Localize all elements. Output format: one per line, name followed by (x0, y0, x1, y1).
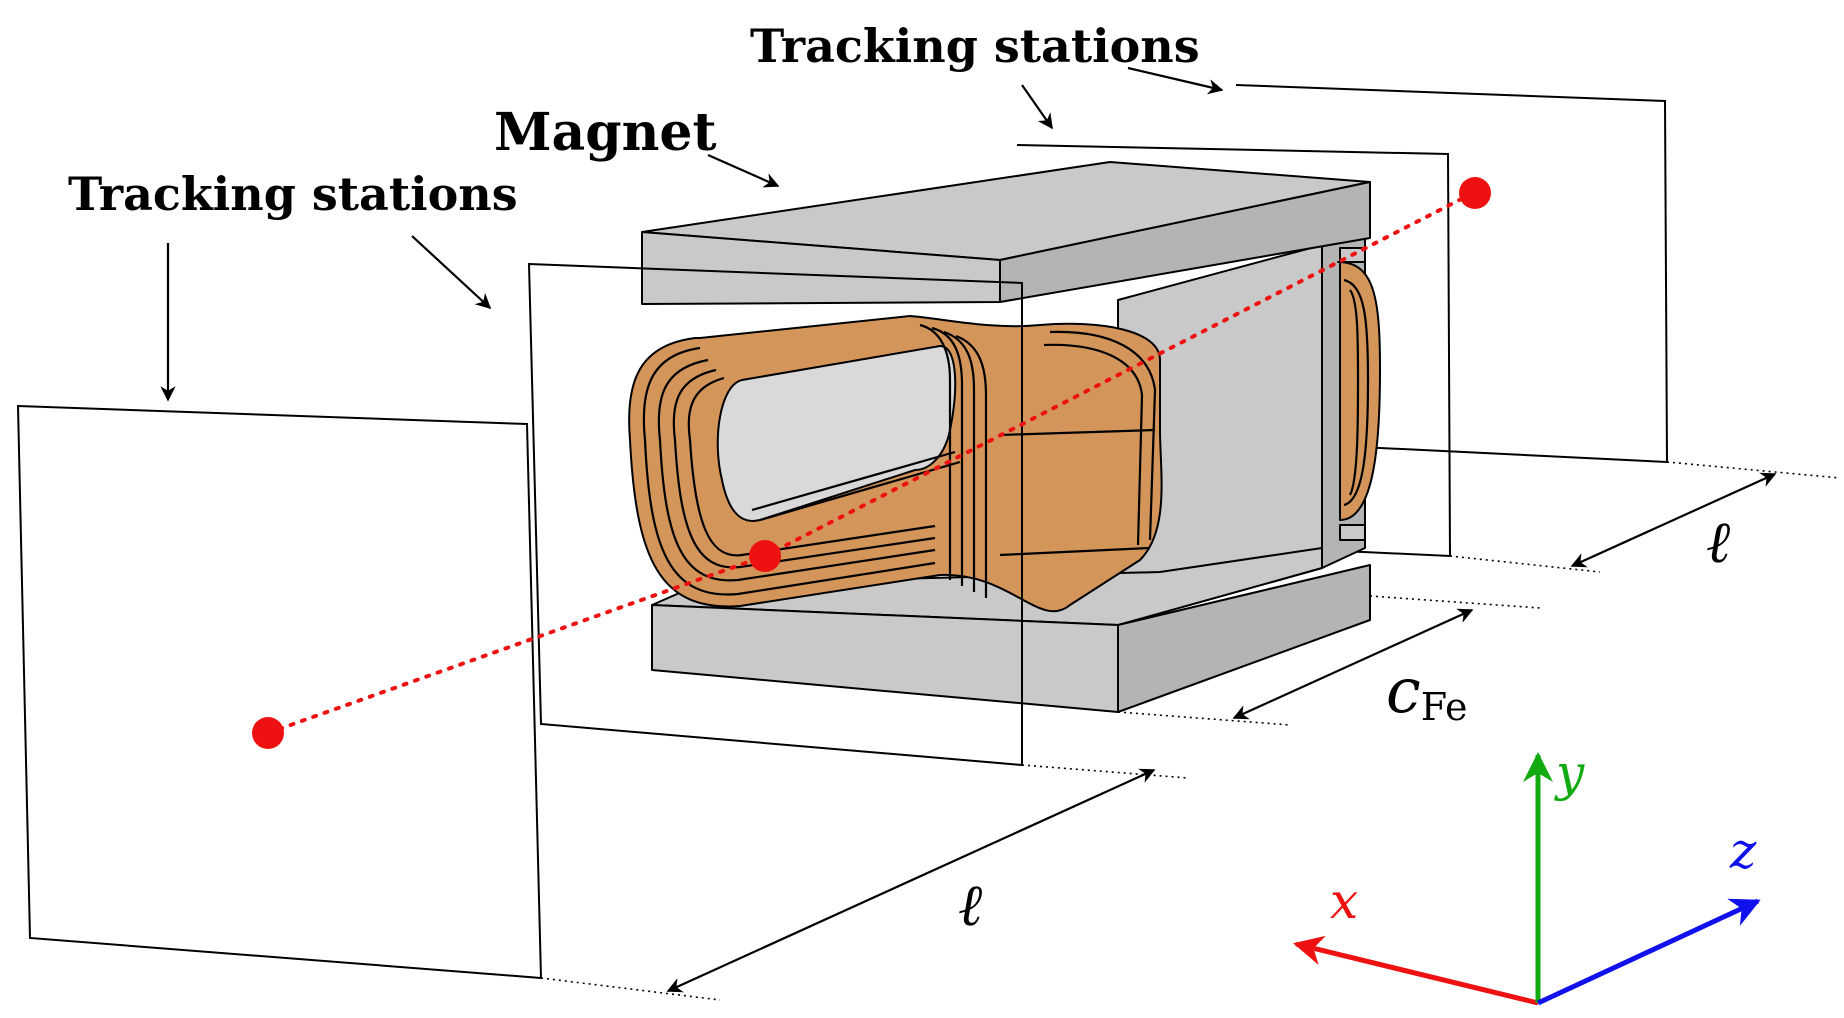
x-axis-arrow (1293, 935, 1539, 1006)
label-arrow-magnet (707, 153, 780, 188)
y-axis-label: y (1554, 744, 1585, 802)
label-tracking-stations-left: Tracking stations (68, 167, 518, 221)
tracking-station-back-far (1235, 84, 1669, 464)
cfe-dimension (1232, 608, 1474, 720)
hit-point-back (1459, 177, 1491, 209)
ell-front-dimension (666, 768, 1156, 993)
label-arrow-back-far (1127, 66, 1224, 95)
tracking-station-front (16, 404, 543, 980)
label-magnet: Magnet (494, 102, 717, 163)
hit-point-front (252, 717, 284, 749)
z-axis-label: z (1729, 822, 1757, 880)
magnet-coil-front (628, 315, 1163, 613)
x-axis-label: x (1330, 872, 1358, 930)
label-arrow-mid-station (411, 235, 492, 310)
coordinate-axes: x y z (1293, 744, 1761, 1006)
particle-track (252, 177, 1491, 749)
label-ell-front: ℓ (958, 871, 982, 939)
z-axis-arrow (1536, 898, 1761, 1006)
label-tracking-stations-right: Tracking stations (750, 19, 1200, 73)
label-cfe-sub: Fe (1421, 685, 1468, 729)
hit-point-mid (749, 540, 781, 572)
label-ell-back: ℓ (1706, 508, 1730, 576)
dimension-extension-lines (540, 461, 1841, 1001)
label-cfe: cFe (1386, 654, 1468, 729)
magnet-coil-back (1337, 261, 1381, 521)
label-cfe-main: c (1386, 654, 1421, 727)
ell-back-dimension (1570, 472, 1777, 568)
label-arrow-back-near (1021, 84, 1053, 130)
